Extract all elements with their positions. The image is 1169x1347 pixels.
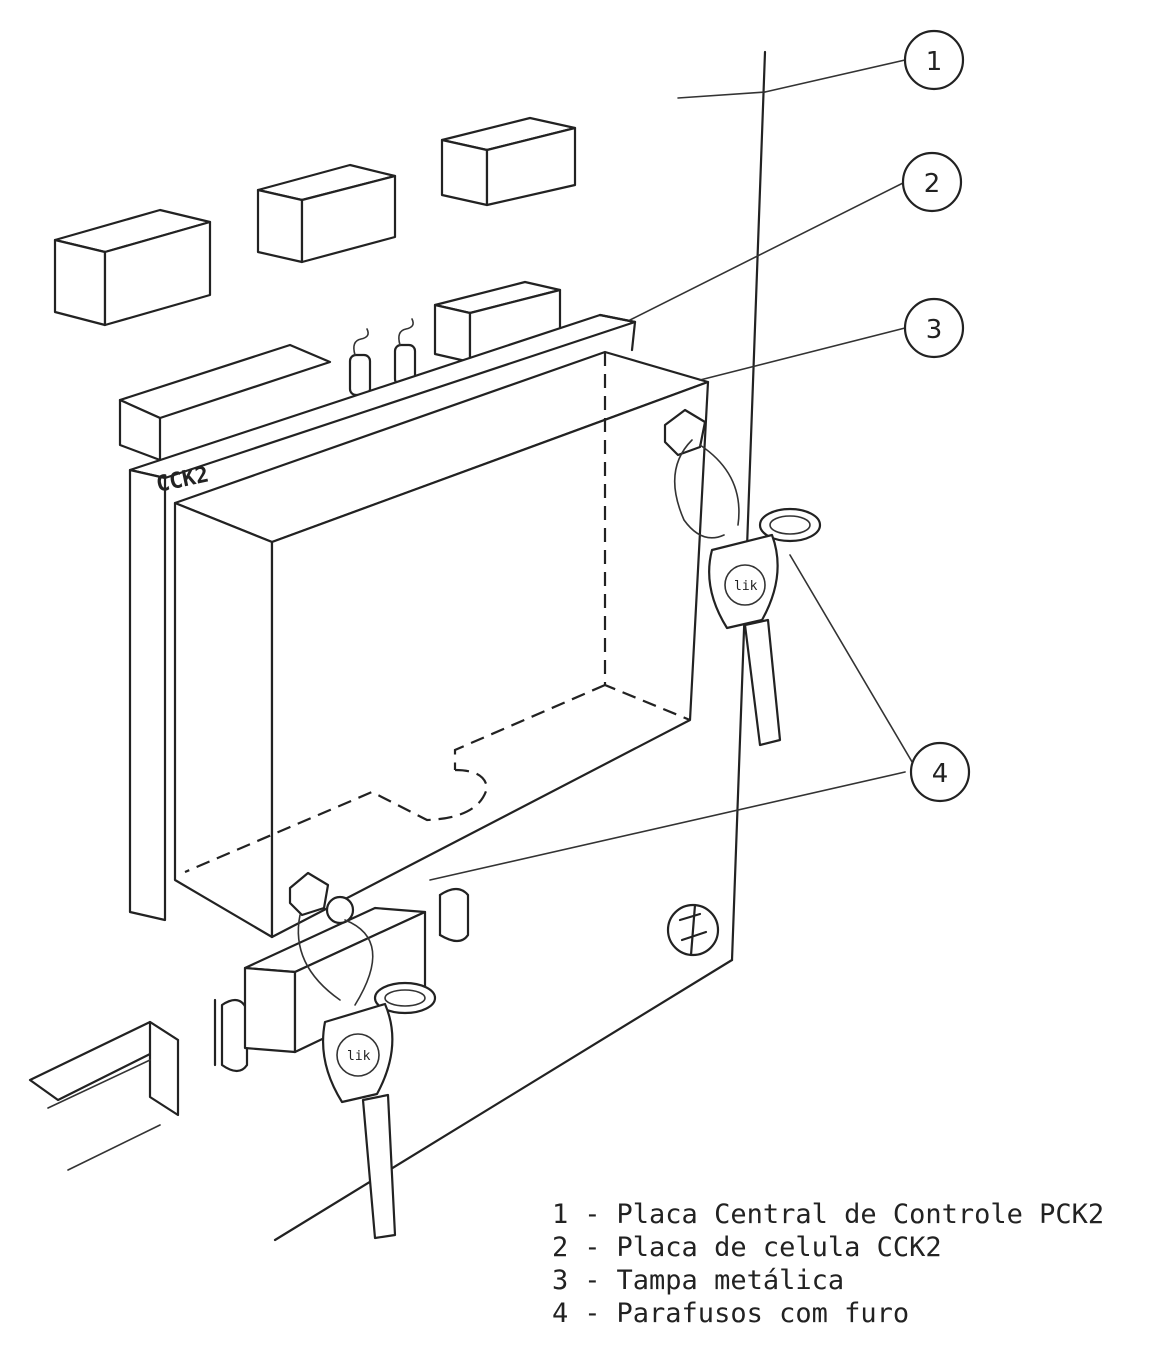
sealing-screw-lower: [288, 871, 437, 1015]
callout-3: 3: [903, 297, 965, 359]
legend-item-number: 4: [552, 1298, 569, 1329]
legend-item: 2-Placa de celula CCK2: [552, 1231, 1104, 1264]
callout-2: 2: [901, 151, 963, 213]
board-connector-bottom: [243, 887, 470, 1054]
key-seal-upper-text: lik: [734, 579, 758, 594]
legend-item: 4-Parafusos com furo: [552, 1297, 1104, 1330]
board-component-relay-3: [440, 116, 577, 207]
legend-item: 1-Placa Central de Controle PCK2: [552, 1198, 1104, 1231]
legend-item-separator: -: [584, 1298, 601, 1329]
callout-4: 4: [909, 741, 971, 803]
board-capacitors: [348, 318, 417, 397]
legend-item-text: Parafusos com furo: [616, 1298, 910, 1329]
callout-3-label: 3: [926, 315, 943, 345]
key-seal-lower-text: lik: [347, 1049, 371, 1064]
legend-item-number: 3: [552, 1265, 569, 1296]
legend-item-text: Placa de celula CCK2: [616, 1232, 942, 1263]
legend-item-separator: -: [584, 1265, 601, 1296]
cell-board-cck2: CCK2: [128, 313, 637, 922]
legend-item-separator: -: [584, 1232, 601, 1263]
legend-item: 3-Tampa metálica: [552, 1264, 1104, 1297]
main-control-board: [273, 50, 767, 1242]
callout-1: 1: [903, 29, 965, 91]
callout-4-label: 4: [932, 759, 949, 789]
callout-1-label: 1: [926, 47, 943, 77]
key-seal-lower: lik: [322, 1002, 397, 1240]
leader-lines: [429, 59, 919, 881]
board-screw: [666, 903, 720, 957]
metal-cover: [173, 350, 710, 939]
legend-item-number: 1: [552, 1199, 569, 1230]
board-component-relay-1: [53, 208, 212, 327]
legend-item-text: Tampa metálica: [616, 1265, 845, 1296]
board-component-relay-2: [256, 163, 397, 264]
key-seal-upper: lik: [708, 533, 782, 747]
legend-item-text: Placa Central de Controle PCK2: [616, 1199, 1105, 1230]
callout-2-label: 2: [924, 169, 941, 199]
legend-item-separator: -: [584, 1199, 601, 1230]
parts-legend: 1-Placa Central de Controle PCK2 2-Placa…: [552, 1198, 1104, 1330]
sealing-screw-upper: [663, 408, 822, 543]
legend-item-number: 2: [552, 1232, 569, 1263]
board-connector-bottom-left: [28, 998, 249, 1171]
